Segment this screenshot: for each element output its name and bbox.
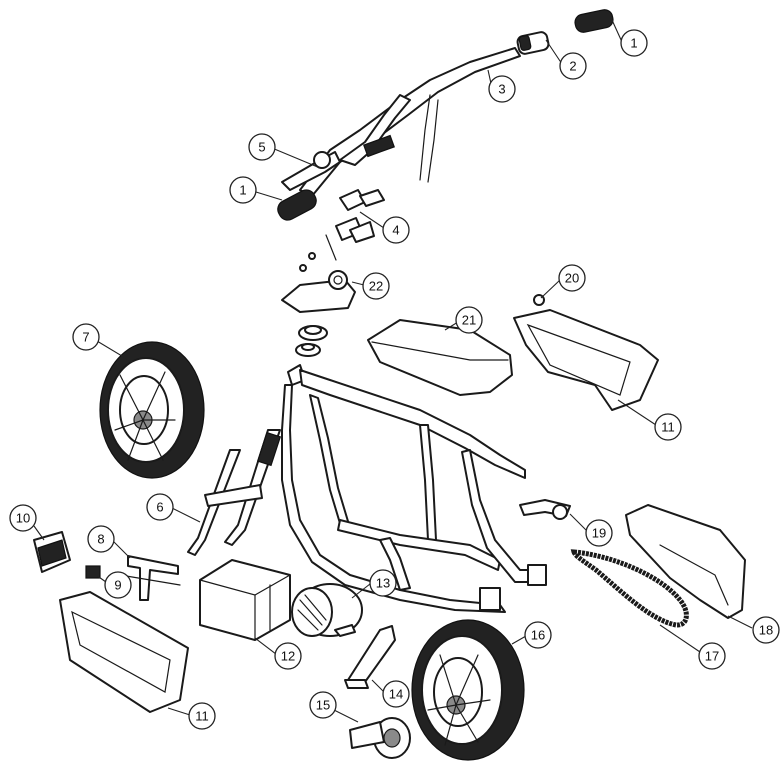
- side-cover-left: [59, 591, 189, 713]
- rear-wheel: [411, 619, 525, 761]
- battery-bracket: [119, 555, 181, 601]
- rear-brake-caliper: [519, 499, 571, 520]
- headset-bearings: [295, 325, 328, 357]
- callout-16: 16: [524, 621, 552, 649]
- svg-text:2: 2: [569, 59, 576, 74]
- svg-text:8: 8: [97, 532, 104, 547]
- svg-text:13: 13: [376, 576, 390, 591]
- svg-text:18: 18: [759, 623, 773, 638]
- svg-text:5: 5: [258, 140, 265, 155]
- svg-text:4: 4: [392, 223, 399, 238]
- grip-left: [277, 189, 317, 221]
- svg-text:19: 19: [592, 526, 606, 541]
- svg-text:12: 12: [281, 649, 295, 664]
- svg-text:7: 7: [82, 330, 89, 345]
- callout-15: 15: [309, 691, 337, 719]
- callout-19: 19: [585, 519, 613, 547]
- svg-text:16: 16: [531, 628, 545, 643]
- callout-2: 2: [559, 52, 587, 80]
- handlebar-clamps: [325, 189, 385, 261]
- svg-text:21: 21: [462, 313, 476, 328]
- svg-text:6: 6: [156, 500, 163, 515]
- callout-18: 18: [752, 616, 780, 644]
- callout-9: 9: [104, 571, 132, 599]
- leader-lines: [33, 19, 753, 723]
- svg-text:3: 3: [498, 82, 505, 97]
- svg-text:15: 15: [316, 698, 330, 713]
- chain-guard: [625, 504, 746, 619]
- callout-4: 4: [382, 216, 410, 244]
- front-fork: [187, 429, 282, 556]
- grip-right: [574, 9, 614, 33]
- callout-10: 10: [9, 504, 37, 532]
- rear-sprocket: [349, 717, 411, 759]
- svg-text:11: 11: [195, 709, 209, 724]
- svg-text:10: 10: [16, 511, 30, 526]
- callout-17: 17: [698, 642, 726, 670]
- svg-text:20: 20: [565, 271, 579, 286]
- svg-text:9: 9: [114, 578, 121, 593]
- callout-13: 13: [369, 569, 397, 597]
- callout-6: 6: [146, 493, 174, 521]
- callout-1a: 1: [620, 29, 648, 57]
- front-wheel: [99, 341, 205, 479]
- callout-8: 8: [87, 525, 115, 553]
- callout-11b: 11: [188, 702, 216, 730]
- svg-text:1: 1: [239, 183, 246, 198]
- callout-11a: 11: [654, 413, 682, 441]
- side-cover-right: [513, 294, 659, 411]
- battery-pack: [199, 559, 291, 641]
- callout-1b: 1: [229, 176, 257, 204]
- svg-text:14: 14: [389, 687, 403, 702]
- frame: [281, 364, 547, 613]
- controller-box: [33, 531, 71, 573]
- callout-5: 5: [248, 133, 276, 161]
- callout-20: 20: [558, 264, 586, 292]
- callout-14: 14: [382, 680, 410, 708]
- svg-text:22: 22: [369, 279, 383, 294]
- callout-3: 3: [488, 75, 516, 103]
- callout-12: 12: [274, 642, 302, 670]
- callout-22: 22: [362, 272, 390, 300]
- drive-chain: [570, 549, 689, 628]
- callout-7: 7: [72, 323, 100, 351]
- top-clamp-plate: [281, 252, 356, 313]
- motor: [291, 583, 363, 637]
- handlebar: [299, 47, 521, 197]
- throttle-grip: [516, 31, 550, 55]
- seat: [367, 319, 513, 396]
- callout-21: 21: [455, 306, 483, 334]
- kickstand: [344, 625, 396, 689]
- brake-lever: [281, 151, 341, 191]
- svg-text:11: 11: [661, 420, 675, 435]
- svg-text:17: 17: [705, 649, 719, 664]
- svg-text:1: 1: [630, 36, 637, 51]
